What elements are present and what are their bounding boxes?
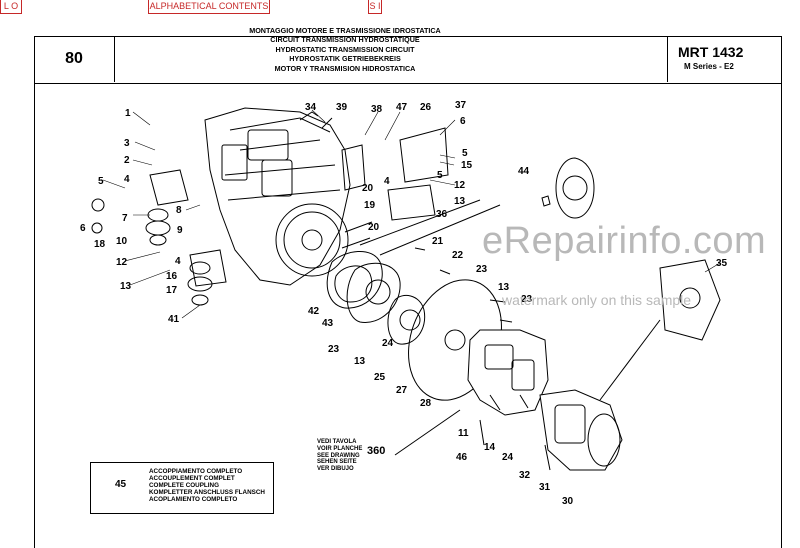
callout-24: 24	[382, 338, 394, 349]
callout-17: 17	[166, 285, 178, 296]
callout-38: 38	[371, 104, 383, 115]
model-series: M Series - E2	[684, 62, 734, 71]
callout-36: 36	[436, 209, 448, 220]
page-number: 80	[34, 36, 115, 82]
callout-26: 26	[420, 102, 432, 113]
callout-5: 5	[98, 176, 104, 187]
coupling-line-it: ACCOPPIAMENTO COMPLETO	[149, 468, 243, 475]
callout-2: 2	[124, 155, 130, 166]
callout-11: 11	[458, 428, 469, 439]
ref-line-en: SEE DRAWING	[317, 452, 360, 459]
callout-14: 14	[484, 442, 496, 453]
callout-35: 35	[716, 258, 728, 269]
callout-27: 27	[396, 385, 408, 396]
nav-tab-right[interactable]: S I	[368, 0, 382, 14]
callout-10: 10	[116, 236, 128, 247]
ref-line-it: VEDI TAVOLA	[317, 439, 357, 445]
callout-16: 16	[166, 271, 178, 282]
see-drawing-reference[interactable]: VEDI TAVOLA VOIR PLANCHE SEE DRAWING SEH…	[309, 434, 387, 476]
callout-28: 28	[420, 398, 432, 409]
callout-4c: 4	[384, 176, 390, 187]
callout-47: 47	[396, 102, 408, 113]
title-de: HYDROSTATIK GETRIEBEKREIS	[289, 54, 401, 64]
drawing-sheet	[34, 36, 782, 548]
alphabetical-contents-tab[interactable]: ALPHABETICAL CONTENTS	[148, 0, 270, 14]
header-row	[34, 36, 782, 84]
callout-32: 32	[519, 470, 531, 481]
coupling-line-es: ACOPLAMIENTO COMPLETO	[149, 496, 238, 503]
callout-46: 46	[456, 452, 468, 463]
title-it: MONTAGGIO MOTORE E TRASMISSIONE IDROSTAT…	[249, 26, 441, 35]
callout-22: 22	[452, 250, 464, 261]
callout-34: 34	[305, 102, 317, 113]
ref-target-number[interactable]: 360	[367, 445, 386, 457]
callout-20b: 20	[368, 222, 380, 233]
nav-tab-left[interactable]: L O	[0, 0, 22, 14]
ref-line-fr: VOIR PLANCHE	[317, 445, 363, 452]
title-es: MOTOR Y TRANSMISION HIDROSTATICA	[274, 63, 416, 73]
ref-line-es: VER DIBUJO	[317, 466, 354, 473]
callout-13: 13	[120, 281, 132, 292]
callout-23c: 23	[521, 294, 533, 305]
callout-20: 20	[362, 183, 374, 194]
callout-13b: 13	[454, 196, 466, 207]
watermark-site: eRepairinfo.com	[482, 220, 767, 262]
callout-12: 12	[116, 257, 128, 268]
callout-39: 39	[336, 102, 348, 113]
coupling-line-de: KOMPLETTER ANSCHLUSS FLANSCH	[149, 489, 265, 496]
callout-4: 4	[124, 174, 130, 185]
callout-43: 43	[322, 318, 334, 329]
model-title: MRT 1432	[678, 44, 744, 60]
callout-24b: 24	[502, 452, 514, 463]
callout-3: 3	[124, 138, 130, 149]
callout-7: 7	[122, 213, 128, 224]
callout-30: 30	[562, 496, 574, 507]
coupling-target-number[interactable]: 45	[115, 479, 127, 490]
drawing-titles: MONTAGGIO MOTORE E TRASMISSIONE IDROSTAT…	[180, 26, 510, 73]
callout-6b: 6	[460, 116, 466, 127]
callout-12b: 12	[454, 180, 466, 191]
callout-9: 9	[177, 225, 183, 236]
callout-21: 21	[432, 236, 444, 247]
callout-5c: 5	[437, 170, 443, 181]
callout-13c: 13	[354, 356, 366, 367]
title-fr: CIRCUIT TRANSMISSION HYDROSTATIQUE	[270, 35, 420, 45]
callout-13d: 13	[498, 282, 510, 293]
ref-line-de: SEHEN SEITE	[317, 459, 357, 466]
callout-42: 42	[308, 306, 320, 317]
callout-6: 6	[80, 223, 86, 234]
model-box	[667, 36, 783, 82]
watermark-note: watermark only on this sample	[502, 292, 692, 308]
callout-25: 25	[374, 372, 386, 383]
callout-8: 8	[176, 205, 182, 216]
callout-23: 23	[476, 264, 488, 275]
callout-31: 31	[539, 482, 551, 493]
callout-44: 44	[518, 166, 530, 177]
callout-23b: 23	[328, 344, 340, 355]
complete-coupling-box[interactable]: 45 ACCOPPIAMENTO COMPLETO ACCOUPLEMENT C…	[90, 462, 274, 514]
callout-41: 41	[168, 314, 180, 325]
coupling-line-fr: ACCOUPLEMENT COMPLET	[149, 475, 235, 482]
callout-18: 18	[94, 239, 106, 250]
callout-5b: 5	[462, 148, 468, 159]
coupling-line-en: COMPLETE COUPLING	[149, 482, 219, 489]
callout-37: 37	[455, 100, 467, 111]
title-en: HYDROSTATIC TRANSMISSION CIRCUIT	[275, 44, 415, 54]
callout-15: 15	[461, 160, 473, 171]
callout-4b: 4	[175, 256, 181, 267]
callout-1: 1	[125, 108, 131, 119]
callout-19: 19	[364, 200, 376, 211]
